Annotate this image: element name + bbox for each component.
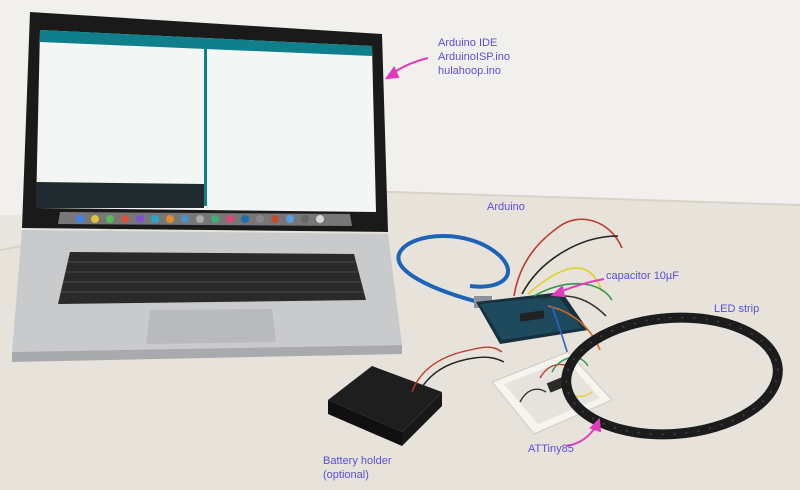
- arrow-capacitor-head: [550, 285, 566, 298]
- laptop: [12, 12, 402, 362]
- label-battery-holder: Battery holder (optional): [323, 455, 391, 483]
- label-arduino-ide: Arduino IDE ArduinoISP.ino hulahoop.ino: [438, 37, 510, 78]
- label-attiny: ATTiny85: [528, 443, 574, 455]
- trackpad: [146, 309, 276, 344]
- label-ide-line2: ArduinoISP.ino: [438, 50, 510, 63]
- label-ide-line3: hulahoop.ino: [438, 64, 502, 77]
- dock-icons: [76, 215, 324, 223]
- label-battery-line2: (optional): [323, 468, 369, 481]
- battery-holder: [328, 346, 505, 446]
- label-ide-line1: Arduino IDE: [438, 37, 498, 49]
- arrow-ide-head: [384, 65, 400, 80]
- label-arduino: Arduino: [487, 201, 525, 213]
- label-led-strip: LED strip: [714, 303, 760, 315]
- annotation-arrows: [384, 57, 605, 447]
- laptop-base-front: [12, 345, 402, 362]
- label-capacitor: capacitor 10µF: [606, 270, 679, 282]
- label-battery-line1: Battery holder: [323, 455, 392, 467]
- keyboard-keys: [61, 261, 364, 293]
- keyboard: [58, 252, 366, 304]
- ide-console-left: [36, 182, 204, 208]
- ide-divider: [204, 44, 207, 206]
- usb-cable: [396, 234, 510, 306]
- ide-toolbar: [40, 30, 372, 56]
- arrow-attiny-head: [589, 417, 602, 433]
- led-strip: [561, 312, 783, 440]
- dock: [58, 212, 352, 226]
